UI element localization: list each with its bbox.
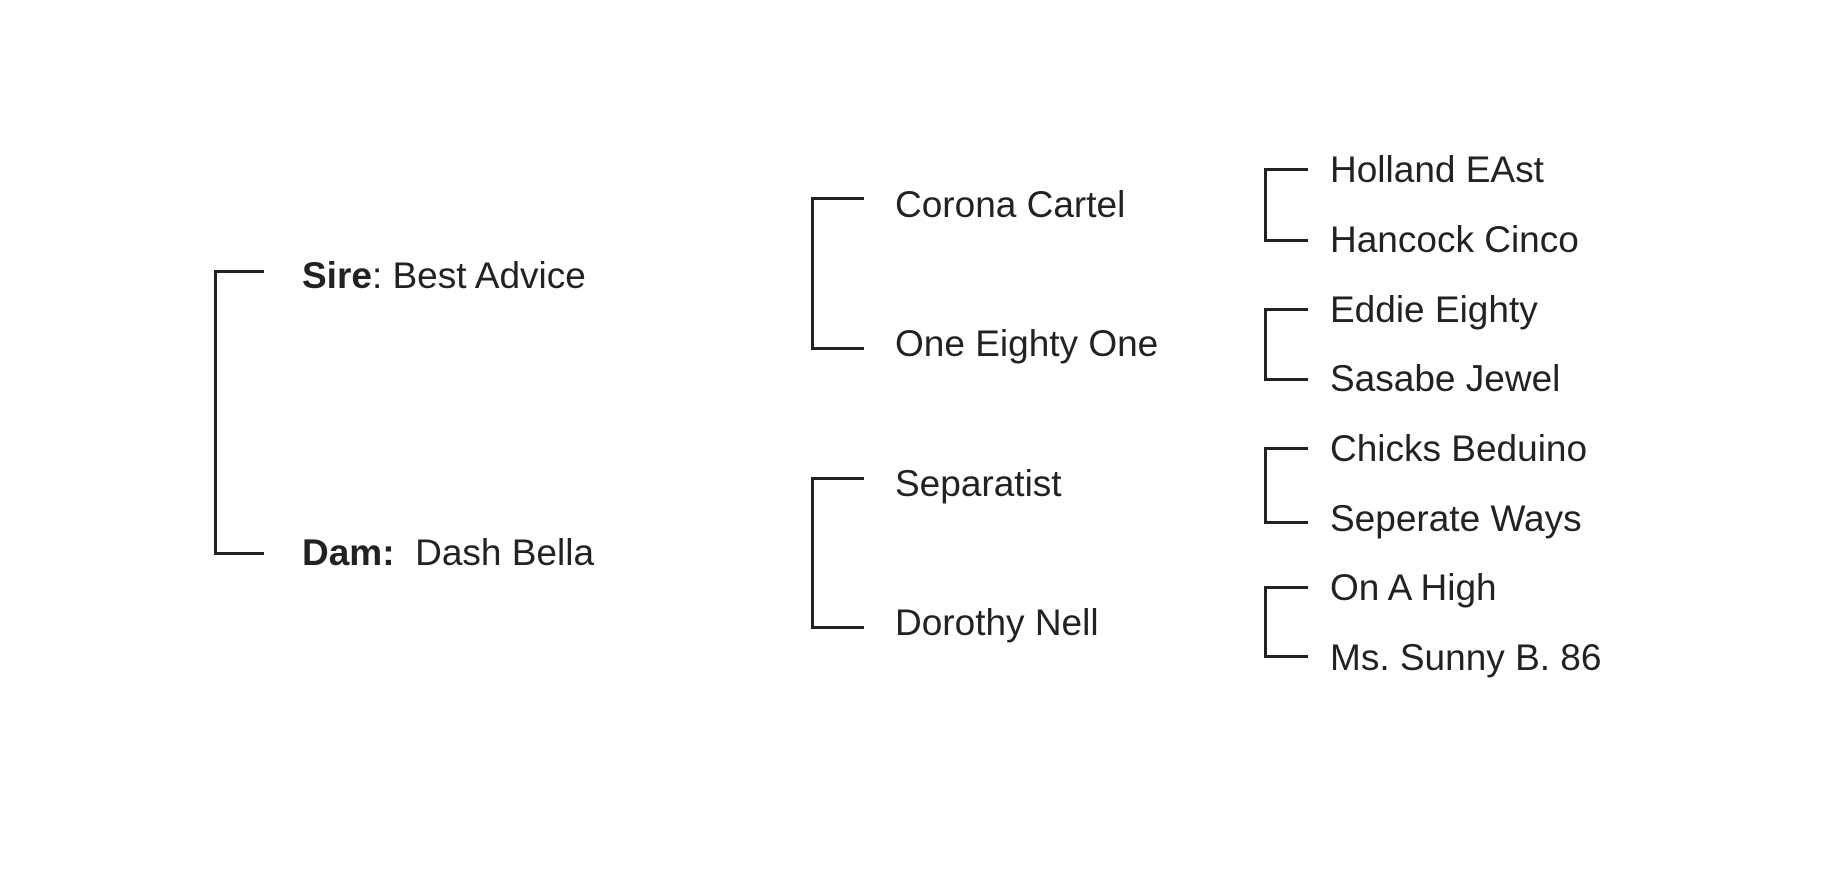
sire-label: Sire bbox=[302, 255, 372, 296]
sire-sire-dam-name: Hancock Cinco bbox=[1330, 219, 1579, 260]
dam-separator bbox=[395, 532, 416, 573]
sire-separator: : bbox=[371, 255, 393, 296]
dorothy-nell-parents-bracket bbox=[1264, 586, 1308, 658]
dam-dam-dam-name: Ms. Sunny B. 86 bbox=[1330, 637, 1602, 678]
dam-entry: Dam: Dash Bella bbox=[302, 531, 594, 575]
dam-dam-name: Dorothy Nell bbox=[895, 602, 1099, 643]
sire-entry: Sire: Best Advice bbox=[302, 254, 586, 298]
dam-name: Dash Bella bbox=[415, 532, 595, 573]
dam-sire-name: Separatist bbox=[895, 463, 1062, 504]
dam-sire-dam-name: Seperate Ways bbox=[1330, 498, 1582, 539]
sire-dam-dam-name: Sasabe Jewel bbox=[1330, 358, 1561, 399]
sire-name: Best Advice bbox=[392, 255, 586, 296]
sire-sire-sire-name: Holland EAst bbox=[1330, 149, 1544, 190]
dam-label: Dam: bbox=[302, 532, 395, 573]
sire-dam-name: One Eighty One bbox=[895, 323, 1159, 364]
sire-parents-bracket bbox=[811, 197, 864, 350]
one-eighty-one-parents-bracket bbox=[1264, 308, 1308, 381]
sire-sire-name: Corona Cartel bbox=[895, 184, 1126, 225]
dam-dam-sire-name: On A High bbox=[1330, 567, 1497, 608]
separatist-parents-bracket bbox=[1264, 447, 1308, 524]
sire-dam-bracket bbox=[214, 270, 264, 555]
sire-dam-sire-name: Eddie Eighty bbox=[1330, 289, 1538, 330]
dam-parents-bracket bbox=[811, 477, 864, 629]
dam-sire-sire-name: Chicks Beduino bbox=[1330, 428, 1588, 469]
corona-cartel-parents-bracket bbox=[1264, 168, 1308, 242]
